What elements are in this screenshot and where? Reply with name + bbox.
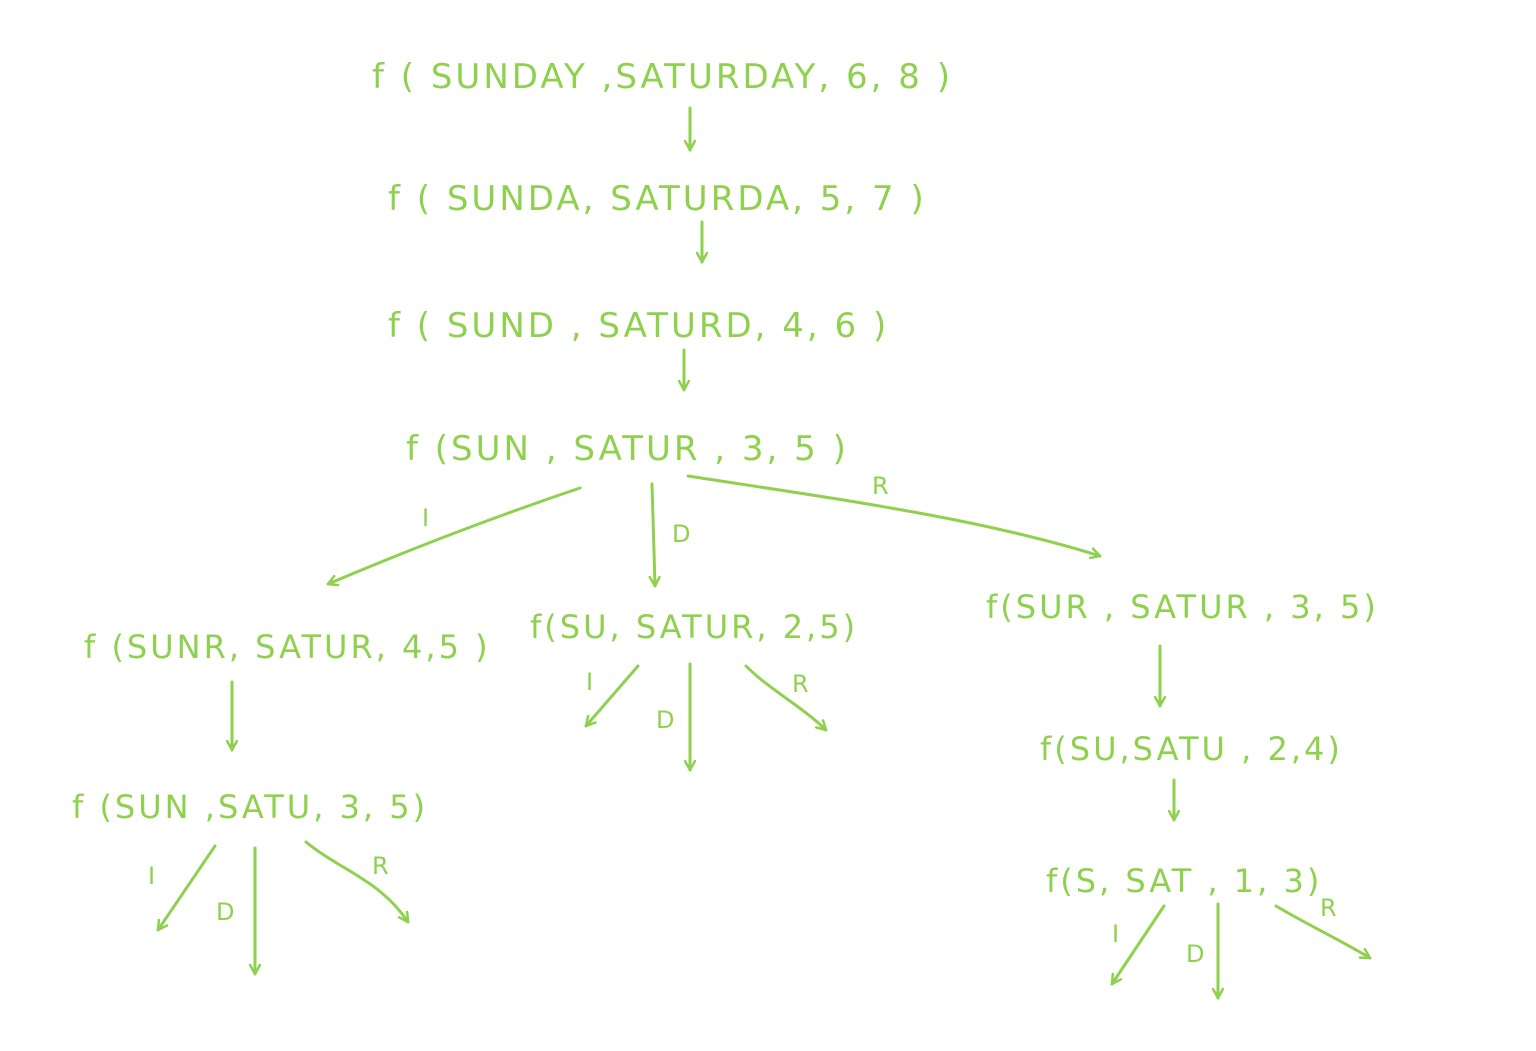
node-sunda-saturda: f ( SUNDA, SATURDA, 5, 7 ) bbox=[388, 179, 927, 219]
node-su-satu: f(SU,SATU , 2,4) bbox=[1040, 730, 1343, 768]
arrow-right-replace bbox=[1274, 904, 1372, 960]
node-sur-satur: f(SUR , SATUR , 3, 5) bbox=[986, 588, 1379, 626]
arrow-insert-branch bbox=[326, 486, 582, 584]
arrow-delete-branch bbox=[652, 482, 655, 588]
node-s-sat: f(S, SAT , 1, 3) bbox=[1046, 862, 1322, 900]
edge-label-left-delete: D bbox=[216, 898, 234, 926]
node-sund-saturd: f ( SUND , SATURD, 4, 6 ) bbox=[388, 306, 889, 346]
arrow-left-insert bbox=[156, 844, 217, 932]
edge-label-right-delete: D bbox=[1186, 940, 1204, 968]
edge-label-right-insert: I bbox=[1112, 920, 1119, 948]
edge-label-right-replace: R bbox=[1320, 894, 1337, 922]
node-sun-satu: f (SUN ,SATU, 3, 5) bbox=[72, 788, 428, 826]
arrow-mid-insert bbox=[584, 664, 640, 728]
edge-label-left-insert: I bbox=[148, 862, 155, 890]
edge-label-mid-insert: I bbox=[586, 668, 593, 696]
arrow-mid-replace bbox=[744, 664, 828, 732]
edge-label-mid-delete: D bbox=[656, 706, 674, 734]
node-sun-satur: f (SUN , SATUR , 3, 5 ) bbox=[406, 429, 849, 469]
edge-label-left-replace: R bbox=[372, 852, 389, 880]
node-su-satur: f(SU, SATUR, 2,5) bbox=[530, 608, 858, 646]
arrow-replace-branch bbox=[686, 474, 1102, 556]
node-sunday-saturday: f ( SUNDAY ,SATURDAY, 6, 8 ) bbox=[372, 57, 953, 97]
edge-label-mid-replace: R bbox=[792, 670, 809, 698]
arrow-right-insert bbox=[1110, 904, 1166, 986]
arrow-left-replace bbox=[304, 840, 410, 924]
edge-label-delete: D bbox=[672, 520, 690, 548]
edge-label-replace: R bbox=[872, 472, 889, 500]
node-sunr-satur: f (SUNR, SATUR, 4,5 ) bbox=[84, 628, 491, 666]
edge-label-insert: I bbox=[422, 504, 429, 532]
